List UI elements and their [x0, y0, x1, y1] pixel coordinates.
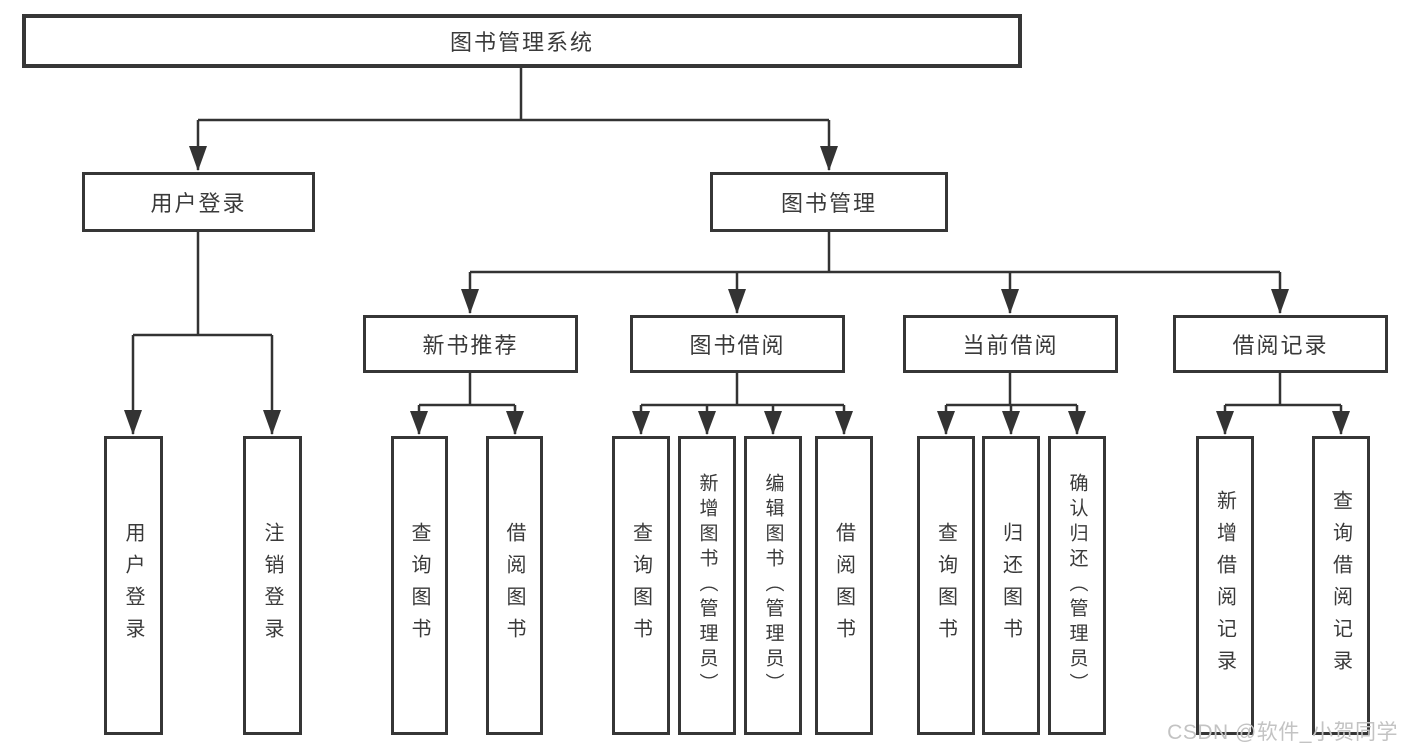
leaf-recommend-query-book: 查询图书 — [391, 436, 448, 735]
node-current-borrow: 当前借阅 — [903, 315, 1118, 373]
leaf-query-borrow-record: 查询借阅记录 — [1312, 436, 1370, 735]
node-user-login: 用户登录 — [82, 172, 315, 232]
node-book-borrow: 图书借阅 — [630, 315, 845, 373]
leaf-return-book: 归还图书 — [982, 436, 1040, 735]
node-new-book-recommend: 新书推荐 — [363, 315, 578, 373]
leaf-confirm-return-admin: 确认归还（管理员） — [1048, 436, 1106, 735]
leaf-borrow-book: 借阅图书 — [815, 436, 873, 735]
leaf-recommend-borrow-book: 借阅图书 — [486, 436, 543, 735]
leaf-add-book-admin: 新增图书（管理员） — [678, 436, 736, 735]
node-library-management-system: 图书管理系统 — [22, 14, 1022, 68]
node-book-management: 图书管理 — [710, 172, 948, 232]
leaf-borrow-query-book: 查询图书 — [612, 436, 670, 735]
leaf-current-query-book: 查询图书 — [917, 436, 975, 735]
leaf-logout: 注销登录 — [243, 436, 302, 735]
leaf-add-borrow-record: 新增借阅记录 — [1196, 436, 1254, 735]
csdn-watermark: CSDN @软件_小贺同学 — [1167, 721, 1398, 744]
leaf-edit-book-admin: 编辑图书（管理员） — [744, 436, 802, 735]
leaf-user-login: 用户登录 — [104, 436, 163, 735]
node-borrow-record: 借阅记录 — [1173, 315, 1388, 373]
